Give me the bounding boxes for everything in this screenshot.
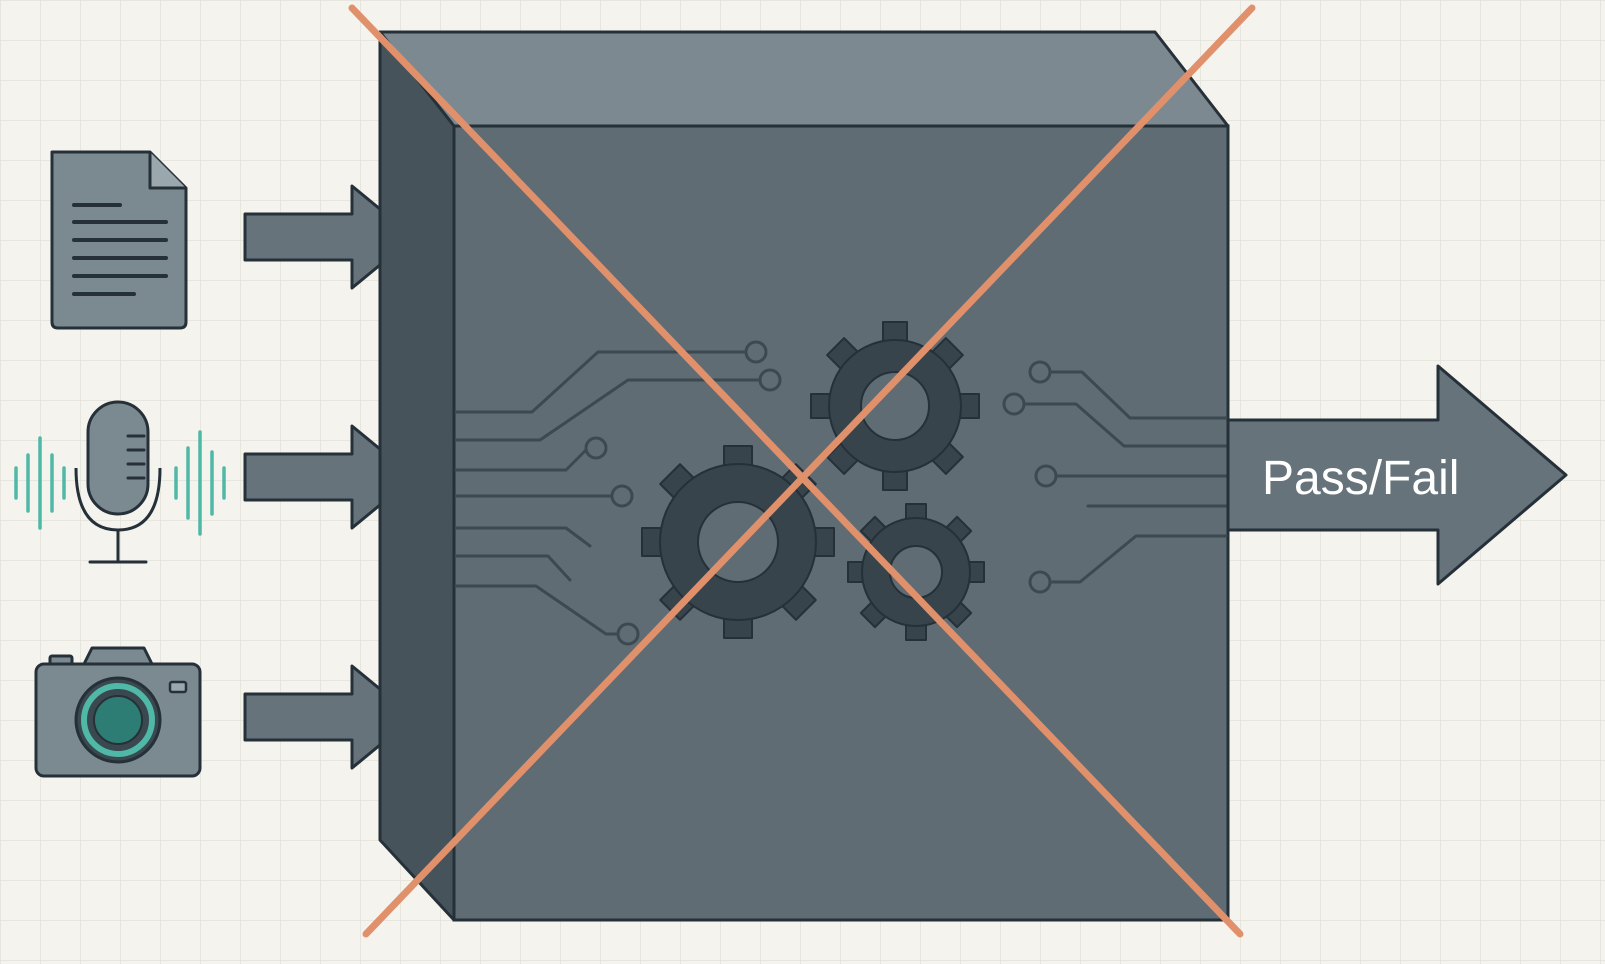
gear-small	[847, 503, 985, 641]
output-label: Pass/Fail	[1262, 452, 1459, 505]
output-arrow: Pass/Fail	[1226, 364, 1568, 586]
camera-icon	[34, 646, 202, 778]
document-icon	[50, 150, 188, 330]
circuit-traces	[454, 340, 1228, 646]
gear-top	[810, 321, 980, 491]
cross-out-x	[348, 4, 1256, 938]
black-box-top-face	[378, 30, 1230, 128]
microphone-icon	[14, 400, 226, 564]
black-box-side-face	[378, 30, 456, 922]
